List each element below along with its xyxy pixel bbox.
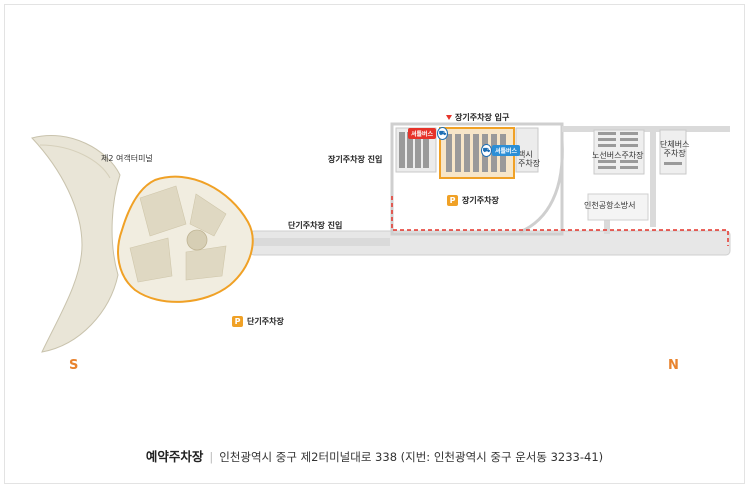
compass-north: N — [668, 358, 679, 373]
footer-address: 인천광역시 중구 제2터미널대로 338 (지번: 인천광역시 중구 운서동 3… — [219, 450, 604, 464]
footer: 예약주차장 | 인천광역시 중구 제2터미널대로 338 (지번: 인천광역시 중구… — [0, 446, 749, 465]
route-bus-parking-label: 노선버스주차장 — [592, 151, 644, 160]
parking-icon: P — [232, 316, 243, 327]
terminal2-building — [31, 135, 121, 353]
terminal2-label: 제2 여객터미널 — [101, 154, 153, 163]
shuttle-tag: 셔틀버스 — [492, 145, 521, 156]
dashed-route — [391, 196, 729, 246]
long-term-zone — [390, 122, 564, 236]
shuttle-stop-1: 셔틀버스 ⛟ — [408, 127, 449, 140]
footer-divider: | — [209, 450, 214, 464]
long-term-entry-label: 장기주차장 진입 — [328, 155, 383, 164]
short-term-parking-area — [117, 175, 254, 303]
short-term-entry-label: 단기주차장 진입 — [288, 221, 343, 230]
parking-icon: P — [447, 195, 458, 206]
fire-station-label: 인천공항소방서 — [584, 201, 636, 210]
bus-pin-icon: ⛟ — [481, 144, 492, 157]
long-term-parking-label: 장기주차장 — [462, 196, 499, 205]
shuttle-stop-2: ⛟ 셔틀버스 — [480, 144, 521, 157]
entry-arrow-icon — [446, 115, 452, 120]
group-bus-parking-label: 단체버스 주차장 — [660, 140, 690, 158]
shuttle-tag: 셔틀버스 — [408, 128, 437, 139]
taxi-parking-label: 택시 주차장 — [518, 150, 541, 168]
short-term-parking-badge: P 단기주차장 — [232, 316, 284, 327]
long-term-parking-badge: P 장기주차장 — [447, 195, 499, 206]
bus-pin-icon: ⛟ — [437, 127, 449, 140]
long-term-gate-label: 장기주차장 입구 — [455, 113, 510, 122]
footer-title: 예약주차장 — [145, 449, 204, 464]
short-term-parking-label: 단기주차장 — [247, 317, 284, 326]
compass-south: S — [69, 358, 79, 373]
